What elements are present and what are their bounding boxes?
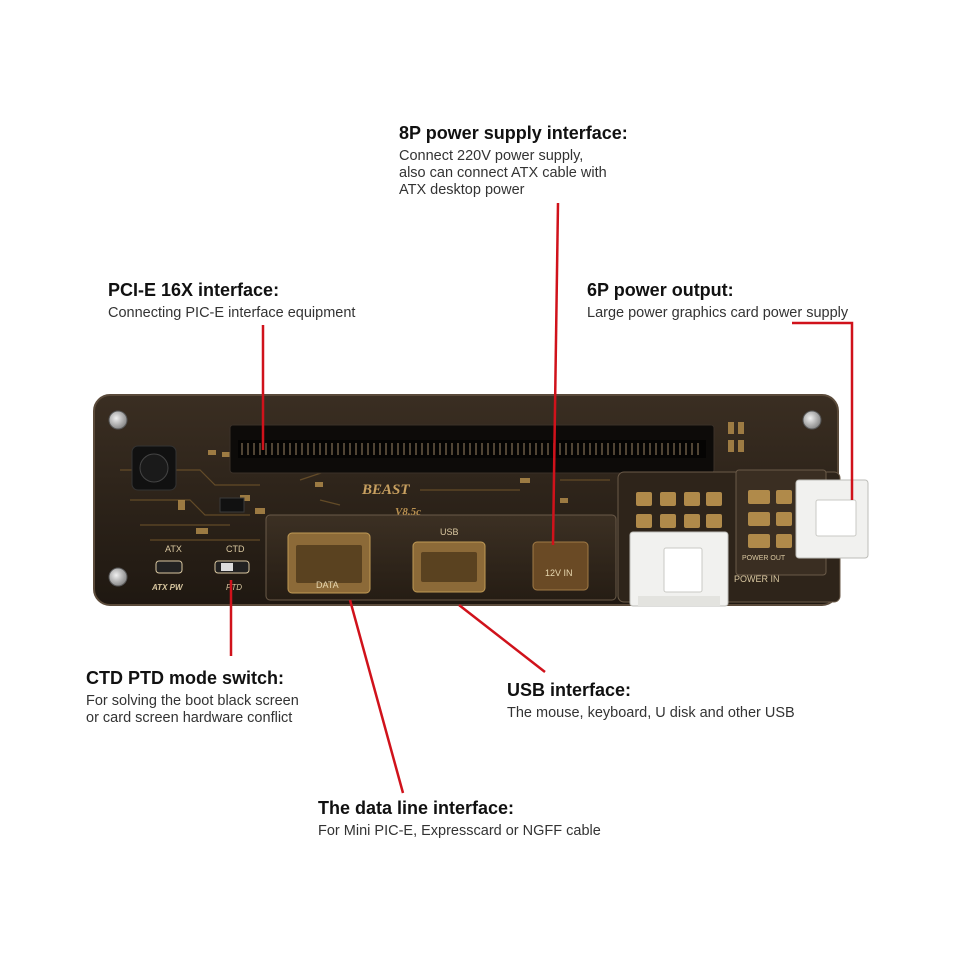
callout-8p-line-3: ATX desktop power — [399, 182, 525, 199]
usb-port-label: USB — [440, 527, 459, 537]
dc-12v-in-port: 12V IN — [532, 541, 589, 591]
mode-switch-area: ATX CTD ATX PW PTD — [151, 544, 250, 592]
usb-port: USB — [412, 527, 486, 593]
brand-logo-text: BEAST — [361, 482, 410, 498]
atx-pw-label: ATX PW — [151, 583, 184, 592]
leader-line-8p — [551, 202, 560, 546]
callout-ctd-line-1: For solving the boot black screen — [86, 692, 299, 709]
leader-lines — [229, 202, 854, 794]
ctd-label: CTD — [226, 544, 245, 554]
8p-power-connector — [629, 531, 729, 607]
data-port-label: DATA — [316, 580, 339, 590]
callout-8p-power: 8P power supply interface: Connect 220V … — [399, 123, 628, 200]
callout-pcie-line-1: Connecting PIC-E interface equipment — [108, 304, 356, 321]
leader-line-6p — [792, 321, 854, 500]
callout-usb: USB interface: The mouse, keyboard, U di… — [507, 680, 795, 722]
callout-usb-title: USB interface: — [507, 680, 632, 700]
callout-6p-power: 6P power output: Large power graphics ca… — [587, 280, 848, 322]
callout-6p-title: 6P power output: — [587, 280, 734, 300]
ptd-label: PTD — [226, 583, 242, 592]
pcie-16x-slot — [229, 424, 715, 474]
6p-power-output-connector — [795, 479, 869, 559]
leader-line-usb — [458, 604, 546, 673]
version-label: V8.5c — [395, 506, 421, 518]
data-line-port: DATA — [287, 532, 371, 594]
callout-8p-title: 8P power supply interface: — [399, 123, 628, 143]
callout-ctd-line-2: or card screen hardware conflict — [86, 709, 293, 726]
power-in-label: POWER IN — [734, 574, 780, 584]
dc-12v-label: 12V IN — [545, 568, 573, 578]
callout-ctd-switch: CTD PTD mode switch: For solving the boo… — [86, 668, 299, 727]
callout-data-title: The data line interface: — [318, 798, 515, 818]
callout-ctd-title: CTD PTD mode switch: — [86, 668, 285, 688]
leader-line-data — [348, 599, 405, 794]
callout-data-line-1: For Mini PIC-E, Expresscard or NGFF cabl… — [318, 822, 601, 839]
callout-8p-line-1: Connect 220V power supply, — [399, 147, 584, 164]
callout-data-line: The data line interface: For Mini PIC-E,… — [318, 798, 601, 840]
power-out-label: POWER OUT — [742, 555, 786, 562]
callout-usb-line-1: The mouse, keyboard, U disk and other US… — [507, 704, 795, 721]
callout-pcie-title: PCI-E 16X interface: — [108, 280, 280, 300]
callout-8p-line-2: also can connect ATX cable with — [399, 164, 607, 181]
atx-label: ATX — [165, 544, 182, 554]
callout-pcie: PCI-E 16X interface: Connecting PIC-E in… — [108, 280, 355, 322]
callout-6p-line-1: Large power graphics card power supply — [587, 304, 849, 321]
